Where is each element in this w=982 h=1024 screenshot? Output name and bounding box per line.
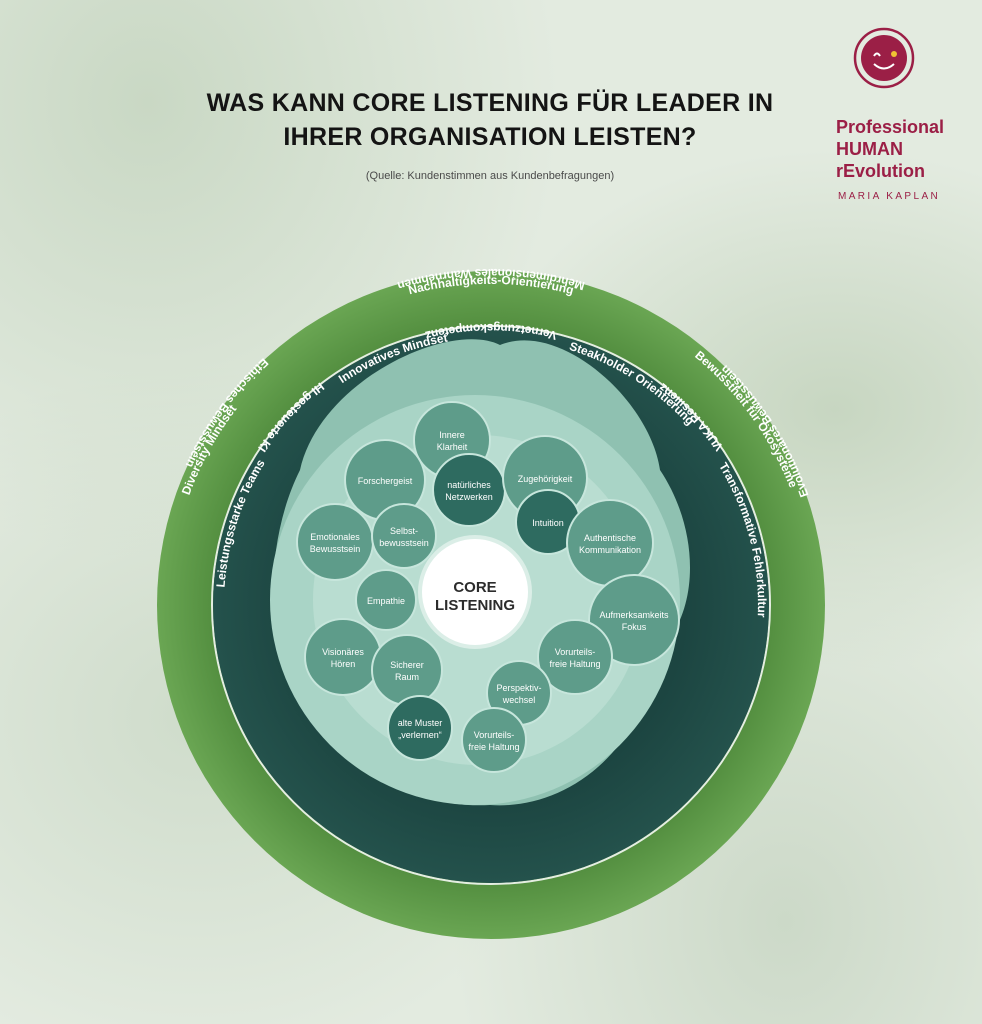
core-label-line-2: LISTENING (435, 597, 515, 614)
outer-ring-border (211, 325, 771, 885)
brand-name-line-1: Professional (836, 117, 945, 137)
core-label-line-1: CORE (453, 579, 496, 596)
bubble-label: Visionäres (322, 647, 364, 657)
bubble-label: Vorurteils- (474, 730, 515, 740)
bubble-label: Intuition (532, 518, 564, 528)
bubble-label: Hören (331, 659, 356, 669)
bubble-label: Authentische (584, 533, 636, 543)
bubble: Vorurteils-freie Haltung (537, 619, 613, 695)
smiley-circle-icon (853, 27, 915, 89)
bubble-circle (461, 707, 527, 773)
bubble-circle (371, 503, 437, 569)
brand-author: MARIA KAPLAN (838, 191, 941, 202)
bubble: alte Muster „verlernen“ (387, 695, 453, 761)
bubble-circle (566, 499, 654, 587)
bubble: Selbst-bewusstsein (371, 503, 437, 569)
bubble-label: bewusstsein (379, 538, 429, 548)
bubble-circle (537, 619, 613, 695)
page-subtitle: (Quelle: Kundenstimmen aus Kundenbefragu… (365, 170, 615, 182)
bubble-label: alte Muster (398, 718, 443, 728)
bubble-label: Perspektiv- (496, 683, 541, 693)
bubble-label: Klarheit (437, 442, 468, 452)
bubble-label: Empathie (367, 596, 405, 606)
bubble-label: wechsel (502, 695, 536, 705)
bubble: Vorurteils-freie Haltung (461, 707, 527, 773)
bubble-circle (387, 695, 453, 761)
bubble-label: Innere (439, 430, 465, 440)
bubble-label: Zugehörigkeit (518, 474, 573, 484)
title-line-1: WAS KANN CORE LISTENING FÜR LEADER IN (206, 89, 774, 117)
bubble-label: Forschergeist (358, 476, 413, 486)
bubble-label: Kommunikation (579, 545, 641, 555)
bubble-label: Vorurteils- (555, 647, 596, 657)
bubble-circle (355, 569, 417, 631)
bubble-label: freie Haltung (549, 659, 600, 669)
bubble-label: Netzwerken (445, 492, 493, 502)
page-title: WAS KANN CORE LISTENING FÜR LEADER IN IH… (160, 86, 820, 154)
bubble-label: Raum (395, 672, 419, 682)
title-line-2: IHRER ORGANISATION LEISTEN? (283, 123, 697, 151)
brand-name-line-3: rEvolution (836, 161, 925, 181)
bubble-circle (432, 453, 506, 527)
bubble-label: Fokus (622, 622, 647, 632)
bubble-label: natürliches (447, 480, 491, 490)
bubble-label: Selbst- (390, 526, 418, 536)
brand-name-line-2: HUMAN (836, 139, 903, 159)
bubble-label: freie Haltung (468, 742, 519, 752)
bubble-circle (296, 503, 374, 581)
core-circle (418, 535, 532, 649)
bubble: Empathie (355, 569, 417, 631)
bubble: Forschergeist (344, 439, 426, 521)
bubble-label: Sicherer (390, 660, 424, 670)
bubble-label: Aufmerksamkeits (599, 610, 669, 620)
bubble-label: „verlernen“ (398, 730, 442, 740)
bubble-circle (304, 618, 382, 696)
bubble-label: Emotionales (310, 532, 360, 542)
bubble-circle (371, 634, 443, 706)
bubble-label: Bewusstsein (310, 544, 361, 554)
bubble-circle (588, 574, 680, 666)
